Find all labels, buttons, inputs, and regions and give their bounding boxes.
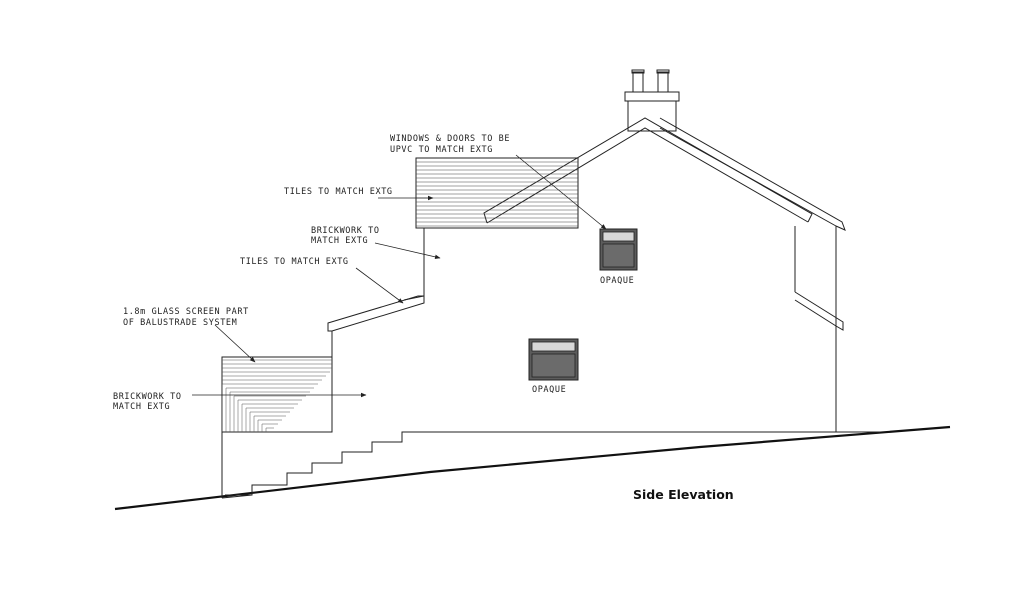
- label-opaque-upper: OPAQUE: [600, 276, 634, 286]
- glass-screen-balustrade: [221, 356, 333, 498]
- label-windows-doors-line2: UPVC TO MATCH EXTG: [390, 145, 493, 155]
- label-tiles-lower: TILES TO MATCH EXTG: [240, 257, 349, 267]
- lower-window: [528, 338, 579, 381]
- external-steps: [225, 431, 432, 496]
- drawing-caption: Side Elevation: [633, 487, 734, 502]
- main-house: [432, 117, 880, 433]
- ground-line: [114, 425, 951, 511]
- upper-window: [599, 228, 638, 271]
- leader-glass-screen: [214, 324, 256, 363]
- chimney: [624, 69, 680, 132]
- label-brickwork-upper-line2: MATCH EXTG: [311, 236, 368, 246]
- label-windows-doors-line1: WINDOWS & DOORS TO BE: [390, 134, 510, 144]
- label-brickwork-lower-line1: BRICKWORK TO: [113, 392, 182, 402]
- label-opaque-lower: OPAQUE: [532, 385, 566, 395]
- upper-tiled-roof: [415, 157, 579, 229]
- label-brickwork-lower-line2: MATCH EXTG: [113, 402, 170, 412]
- label-glass-screen-line2: OF BALUSTRADE SYSTEM: [123, 318, 237, 328]
- label-brickwork-upper-line1: BRICKWORK TO: [311, 226, 380, 236]
- leader-windows-doors: [515, 154, 607, 230]
- label-glass-screen-line1: 1.8m GLASS SCREEN PART: [123, 307, 249, 317]
- label-tiles-upper: TILES TO MATCH EXTG: [284, 187, 393, 197]
- leader-brickwork-upper: [374, 242, 441, 260]
- leader-tiles-lower: [355, 267, 404, 304]
